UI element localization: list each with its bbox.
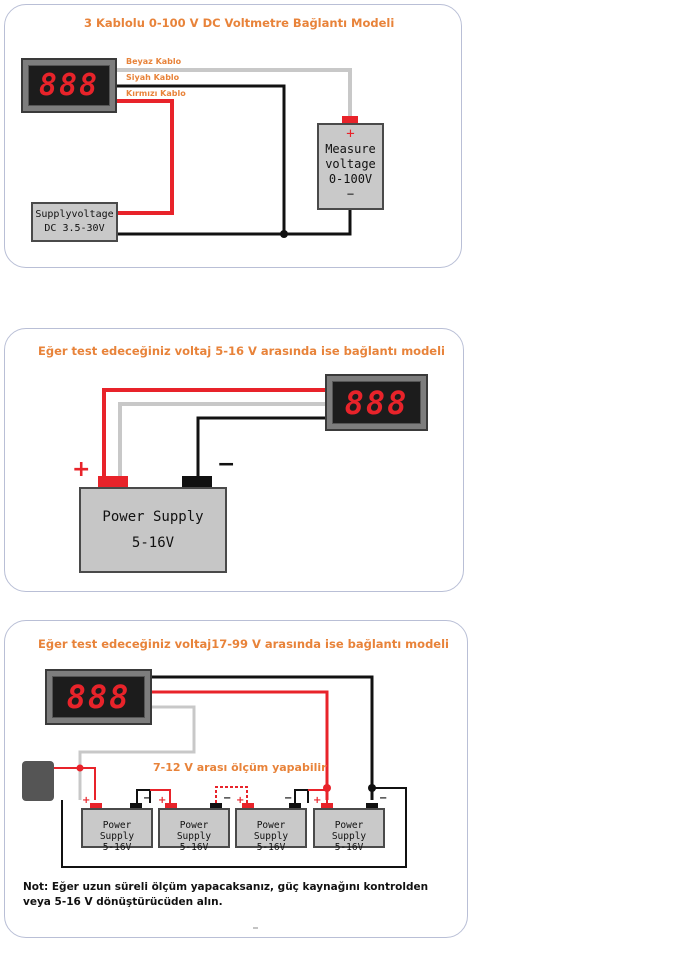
panel3-red-wire-top (150, 690, 329, 800)
label-red-wire: Kırmızı Kablo (126, 89, 186, 98)
panel3-link-3-4-black (294, 789, 309, 803)
panel3-adapter-red-dot (76, 764, 84, 772)
panel3-link-1-2-black (136, 789, 151, 803)
panel1-supply-line2: DC 3.5-30V (44, 223, 105, 234)
panel3-s4-plus (321, 803, 333, 809)
panel3-supply-2-line1: Power Supply (176, 820, 212, 842)
panel3-s3-plus-sign: + (236, 795, 244, 806)
panel3-supply-1: Power Supply 5-16V (81, 808, 153, 853)
panel3-supply-1-line1: Power Supply (99, 820, 135, 842)
panel3-voltmeter-display: 888 (45, 669, 152, 725)
panel3-s4-minus (366, 803, 378, 809)
panel3-link-1-2-red (150, 789, 171, 803)
panel3-s2-minus (210, 803, 222, 809)
panel1-black-wire-2 (284, 209, 352, 236)
panel3-title: Eğer test edeceğiniz voltaj17-99 V arası… (38, 637, 449, 651)
panel3-adapter (22, 761, 54, 801)
panel1-supply-box: Supplyvoltage DC 3.5-30V (31, 202, 118, 242)
panel3-s2-minus-sign: − (223, 793, 231, 804)
label-black-wire: Siyah Kablo (126, 73, 180, 82)
panel3-supply-2-line2: 5-16V (179, 842, 209, 853)
panel1-red-wire (113, 99, 174, 215)
panel3-supply-3-line2: 5-16V (256, 842, 286, 853)
panel3-display-digits: 888 (66, 678, 131, 716)
panel1-junction-dot (280, 230, 288, 238)
panel3-s1-minus (130, 803, 142, 809)
panel3-s2-plus-sign: + (158, 795, 166, 806)
panel1-white-wire (113, 68, 352, 118)
panel3-range-note: 7-12 V arası ölçüm yapabilir (153, 761, 327, 774)
panel1-measure-plus: + (346, 126, 355, 142)
panel1-supply-line1: Supplyvoltage (35, 209, 114, 220)
panel1-plus-terminal (342, 116, 358, 123)
panel3-black-wire-top (150, 675, 374, 800)
panel2-black-wire (196, 416, 326, 478)
panel2-display-digits: 888 (344, 383, 409, 422)
panel3-s3-plus (242, 803, 254, 809)
panel2-minus-sign: − (217, 452, 236, 477)
panel3-s4-minus-sign: − (379, 793, 387, 804)
panel1-measure-line2: voltage (325, 157, 376, 171)
panel1-black-wire (113, 84, 286, 236)
panel2-white-wire (118, 402, 326, 478)
panel1-measure-box: + Measure voltage 0-100V − (317, 123, 384, 210)
panel3-red-junction-dot (323, 784, 331, 792)
panel3-supply-3: Power Supply 5-16V (235, 808, 307, 853)
panel3-supply-2: Power Supply 5-16V (158, 808, 230, 853)
panel1-measure-line1: Measure (325, 142, 376, 156)
panel2-supply-line1: Power Supply (102, 509, 204, 525)
panel3-supply-4-line1: Power Supply (331, 820, 367, 842)
panel2-plus-sign: + (72, 457, 91, 482)
panel3-s1-plus (90, 803, 102, 809)
panel3-s2-plus (165, 803, 177, 809)
panel1-measure-minus: − (346, 187, 355, 201)
panel3-adapter-red (54, 767, 96, 800)
panel3-s3-minus-sign: − (284, 793, 292, 804)
panel3-supply-4-line2: 5-16V (334, 842, 364, 853)
panel3-s4-plus-sign: + (313, 795, 321, 806)
panel3-link-2-3-dashed (215, 786, 248, 803)
panel3-supply-1-line2: 5-16V (102, 842, 132, 853)
label-white-wire: Beyaz Kablo (126, 57, 182, 66)
panel1-title: 3 Kablolu 0-100 V DC Voltmetre Bağlantı … (84, 16, 395, 30)
panel1-measure-line3: 0-100V (328, 172, 373, 186)
panel3-footnote: Not: Eğer uzun süreli ölçüm yapacaksanız… (23, 881, 429, 908)
panel3-supply-3-line1: Power Supply (253, 820, 289, 842)
panel2-plus-terminal (98, 476, 128, 488)
panel3-s3-minus (289, 803, 301, 809)
panel3-s1-minus-sign: − (143, 793, 151, 804)
panel1-display-digits: 888 (38, 68, 100, 103)
panel2-red-wire (102, 388, 326, 478)
panel2-minus-terminal (182, 476, 212, 488)
panel3-s1-plus-sign: + (82, 795, 90, 806)
panel1-voltmeter-display: 888 (21, 58, 117, 113)
panel3-black-return (61, 787, 407, 868)
panel2-voltmeter-display: 888 (325, 374, 428, 431)
panel2-supply-line2: 5-16V (131, 535, 175, 551)
panel3-supply-4: Power Supply 5-16V (313, 808, 385, 853)
panel2-title: Eğer test edeceğiniz voltaj 5-16 V arası… (38, 344, 445, 358)
panel2-power-supply-box: Power Supply 5-16V (79, 487, 227, 573)
